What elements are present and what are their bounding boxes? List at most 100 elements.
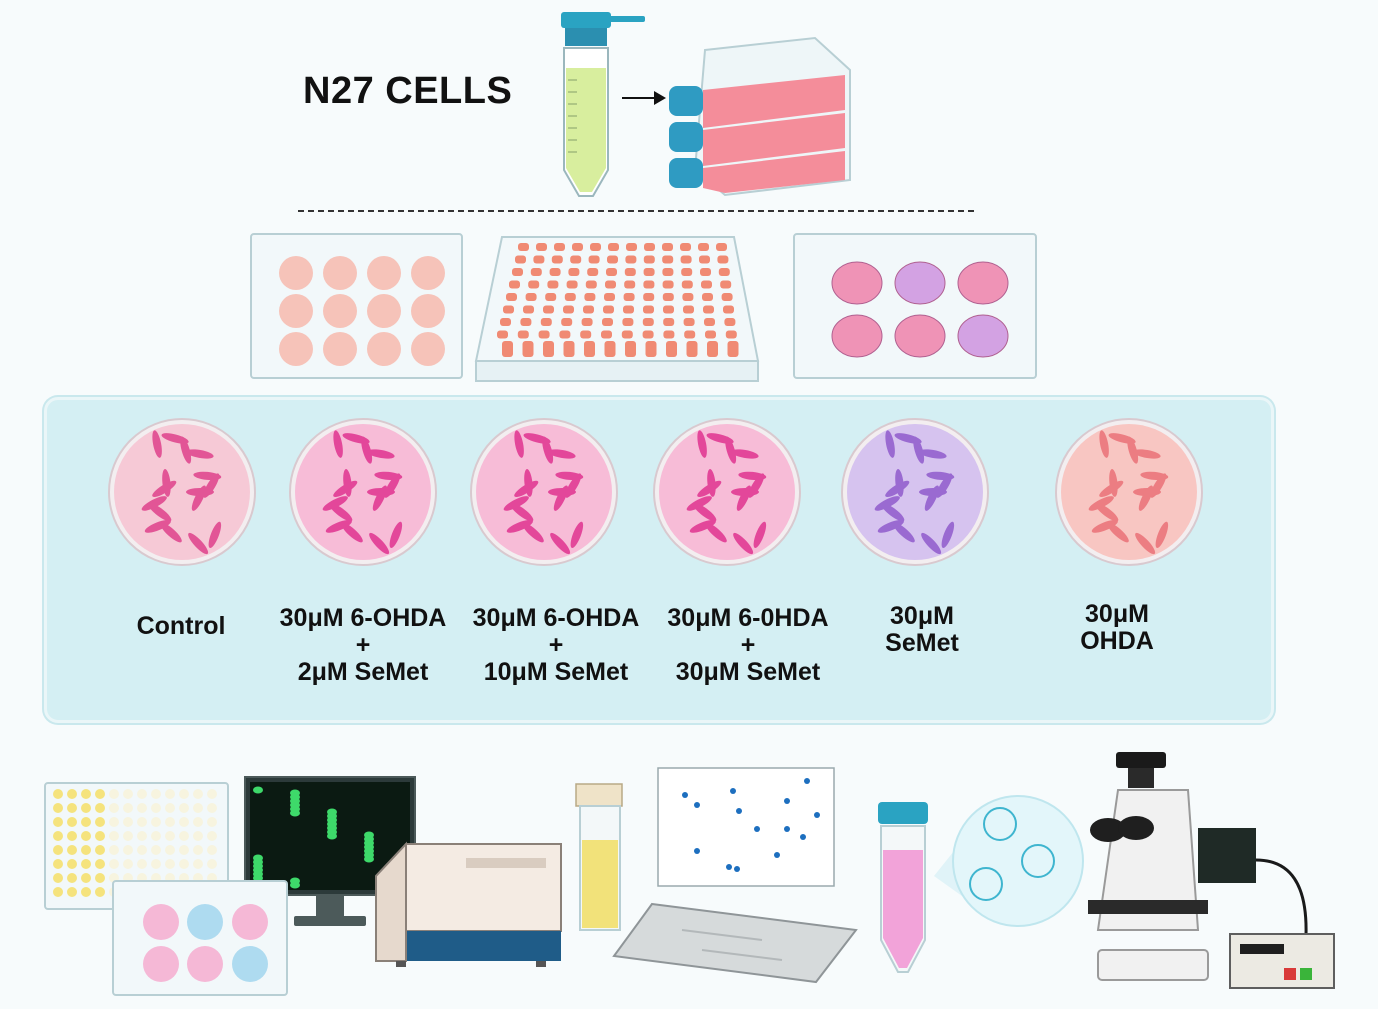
cell-shape	[731, 449, 759, 459]
well	[545, 293, 557, 301]
well	[137, 845, 147, 855]
well	[109, 803, 119, 813]
cell-shape	[921, 532, 942, 555]
ninety-six-well-plate-icon	[474, 236, 760, 382]
well	[523, 305, 534, 314]
cell-shape	[1108, 433, 1136, 444]
well	[137, 831, 147, 841]
well	[621, 330, 633, 339]
well	[151, 831, 161, 841]
well	[682, 293, 694, 301]
cell-shape	[1107, 522, 1129, 543]
well	[701, 280, 712, 289]
virus-magnifier-icon	[934, 795, 1084, 927]
cell-shape	[936, 473, 953, 498]
well	[662, 255, 674, 264]
well	[518, 243, 529, 251]
well	[643, 268, 655, 276]
well	[367, 332, 401, 366]
cell-shape	[384, 473, 401, 498]
well	[151, 789, 161, 799]
well	[165, 803, 175, 813]
well	[543, 341, 554, 357]
well	[543, 305, 554, 314]
well	[643, 280, 655, 289]
cell-shape	[924, 485, 940, 511]
six-well-plate-icon	[793, 233, 1037, 379]
petri-dish-row	[108, 418, 1203, 566]
well	[109, 789, 119, 799]
well	[95, 789, 105, 799]
well	[109, 817, 119, 827]
well	[662, 243, 673, 251]
treatment-panel: Control 30μM 6-OHDA+2μM SeMet 30μM 6-OHD…	[44, 397, 1274, 723]
well	[123, 859, 133, 869]
well	[207, 859, 217, 869]
six-well-plate-icon	[112, 880, 288, 996]
well	[581, 318, 593, 326]
well	[411, 332, 445, 366]
well	[193, 817, 203, 827]
cell-shape	[1150, 473, 1167, 498]
well	[831, 261, 883, 305]
well	[705, 330, 716, 339]
well	[723, 305, 734, 314]
well	[536, 243, 547, 251]
fluorescent-cell	[290, 789, 300, 797]
well	[624, 268, 636, 276]
well	[587, 268, 599, 276]
well	[165, 831, 175, 841]
well	[67, 845, 77, 855]
cell-shape	[160, 522, 182, 543]
well	[583, 305, 594, 314]
scatter-point	[694, 802, 700, 808]
scatter-plot-icon	[657, 767, 835, 887]
well	[207, 831, 217, 841]
well	[625, 255, 637, 264]
well	[727, 341, 739, 357]
well	[81, 831, 91, 841]
well	[123, 803, 133, 813]
well	[95, 831, 105, 841]
well	[607, 255, 618, 264]
cell-shape	[885, 430, 895, 458]
plate-reader-icon	[375, 841, 562, 967]
well	[95, 845, 105, 855]
cell-shape	[162, 469, 171, 497]
cell-shape	[1155, 521, 1169, 549]
cell-shape	[514, 430, 524, 458]
well	[666, 341, 677, 357]
gel-slide-icon	[612, 902, 858, 984]
scatter-point	[754, 826, 760, 832]
fluorescence-monitor-icon	[244, 776, 416, 926]
well	[109, 859, 119, 869]
well	[525, 293, 537, 301]
well	[411, 256, 445, 290]
cell-shape	[367, 449, 395, 459]
well	[81, 845, 91, 855]
well	[588, 255, 600, 264]
scatter-point	[804, 778, 810, 784]
well	[894, 314, 946, 358]
well	[67, 789, 77, 799]
well	[703, 305, 714, 314]
well	[530, 268, 542, 276]
scatter-point	[774, 852, 780, 858]
cell-shape	[1135, 532, 1156, 555]
fluorescent-cell	[327, 808, 337, 816]
well	[109, 831, 119, 841]
well	[165, 859, 175, 869]
well	[718, 268, 730, 276]
well	[367, 294, 401, 328]
well	[625, 341, 636, 357]
well	[81, 887, 91, 897]
well	[207, 817, 217, 827]
well	[279, 332, 313, 366]
culture-flask-stack-icon	[669, 36, 851, 197]
twelve-well-plate-icon	[250, 233, 463, 379]
cell-shape	[325, 519, 352, 533]
cell-shape	[707, 469, 716, 497]
well	[137, 789, 147, 799]
well	[81, 859, 91, 869]
well	[67, 873, 77, 883]
